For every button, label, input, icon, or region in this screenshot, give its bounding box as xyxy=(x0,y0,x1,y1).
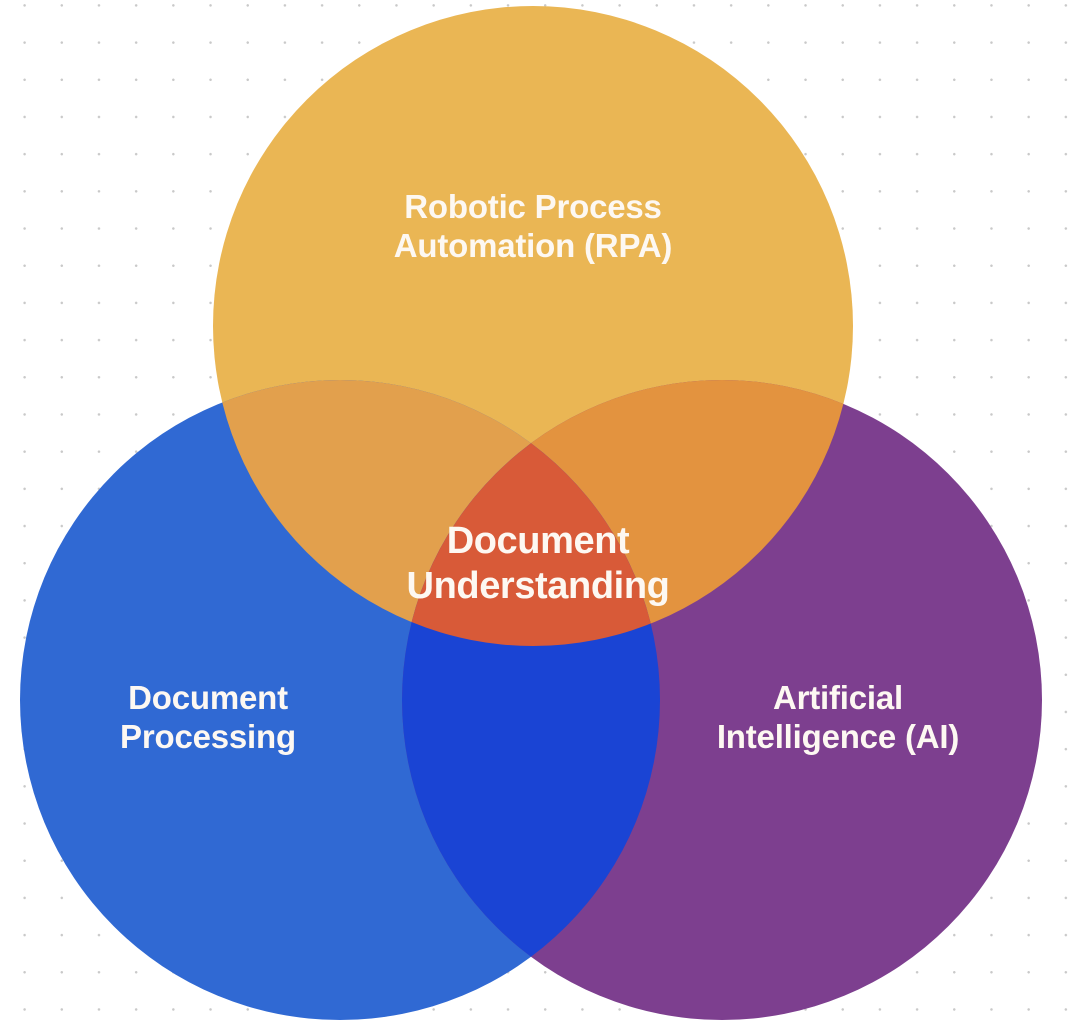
label-rpa: Robotic Process Automation (RPA) xyxy=(393,188,673,264)
label-document-processing: Document Processing xyxy=(120,679,296,755)
intersection-center-triple[interactable] xyxy=(402,380,1042,1020)
label-document-understanding: Document Understanding xyxy=(406,520,670,607)
label-artificial-intelligence: Artificial Intelligence (AI) xyxy=(716,679,960,755)
